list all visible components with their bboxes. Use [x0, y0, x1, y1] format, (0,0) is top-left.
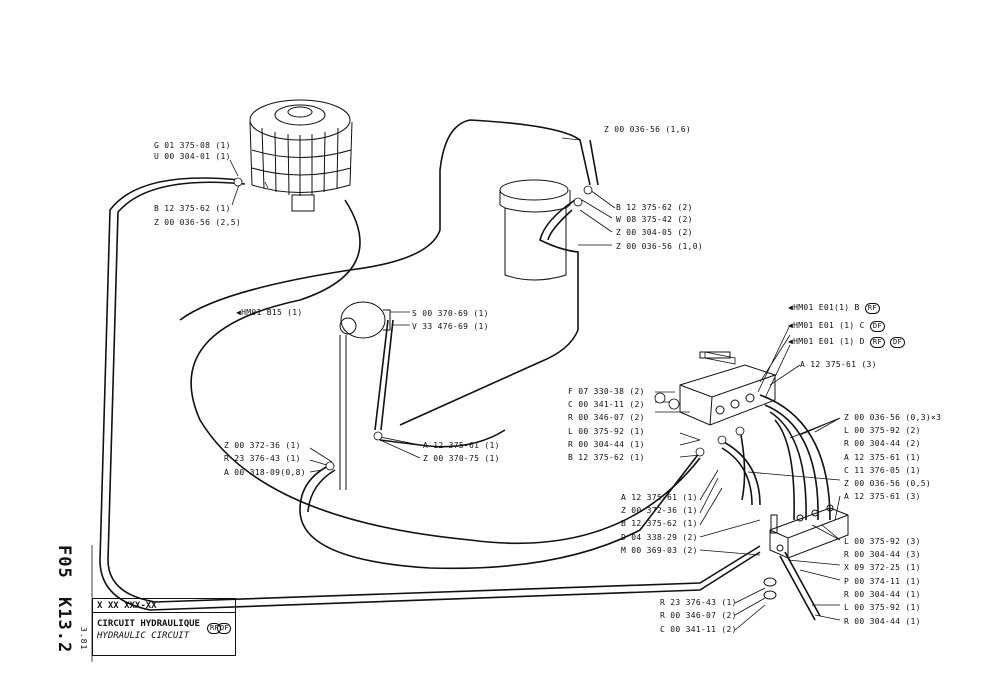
callout-label: R 23 376-43 (1) [224, 454, 301, 463]
callout-label: Z 00 036-56 (1,6) [604, 125, 691, 134]
callout-label: X 09 372-25 (1) [844, 563, 921, 572]
callout-label: L 00 375-92 (3) [844, 537, 921, 546]
callout-label: Z 00 370-75 (1) [423, 454, 500, 463]
callout-label: A 12 375-61 (1) [423, 441, 500, 450]
callout-label: F 07 330-38 (2) [568, 387, 645, 396]
callout-label: W 08 375-42 (2) [616, 215, 693, 224]
callout-label: Z 00 036-56 (2,5) [154, 218, 241, 227]
title-english: HYDRAULIC CIRCUIT [97, 631, 190, 641]
callout-label: R 00 304-44 (1) [844, 590, 921, 599]
sheet-small-ref: 3.81 [79, 627, 88, 651]
badge-rf: RF [864, 303, 880, 314]
callout-label: R 00 304-44 (2) [844, 439, 921, 448]
callout-label: A 12 375-61 (1) [621, 493, 698, 502]
callout-label: R 00 346-07 (2) [660, 611, 737, 620]
callout-label: R 00 304-44 (3) [844, 550, 921, 559]
callout-label: C 00 341-11 (2) [660, 625, 737, 634]
callout-label: R 23 376-43 (1) [660, 598, 737, 607]
hydraulic-motor [249, 99, 353, 212]
callout-label: D 04 338-29 (2) [621, 533, 698, 542]
callout-label: R 00 304-44 (1) [844, 617, 921, 626]
callout-label: Z 00 036-56 (0,3)×3 [844, 413, 942, 422]
variant-b-label: ◀HM01 E01(1) B RF [788, 303, 880, 314]
callout-label: R 00 346-07 (2) [568, 413, 645, 422]
badge-df: DF [890, 337, 906, 348]
title-block: X XX XXX-XX CIRCUIT HYDRAULIQUE HYDRAULI… [92, 598, 236, 656]
callout-label: B 12 375-62 (1) [568, 453, 645, 462]
callout-label: ◀HM01 B15 (1) [236, 308, 303, 317]
callout-label: Z 00 036-56 (0,5) [844, 479, 931, 488]
hydraulic-hoses [99, 119, 831, 621]
title-french: CIRCUIT HYDRAULIQUE [97, 619, 200, 629]
callout-label: A 12 375-61 (1) [844, 453, 921, 462]
callout-label: Z 00 036-56 (1,0) [616, 242, 703, 251]
badge-rf: RF [869, 337, 885, 348]
callout-label: B 12 375-62 (2) [616, 203, 693, 212]
callout-label: Z 00 372-36 (1) [621, 506, 698, 515]
callout-label: L 00 375-92 (1) [844, 603, 921, 612]
callout-label: Z 00 304-05 (2) [616, 228, 693, 237]
callout-label: U 00 304-01 (1) [154, 152, 231, 161]
fittings-and-leaders [229, 137, 841, 631]
callout-label: P 00 374-11 (1) [844, 577, 921, 586]
callout-label: A 12 375-61 (3) [844, 492, 921, 501]
callout-label: A 00 318-09(0,8) [224, 468, 306, 477]
callout-label: V 33 476-69 (1) [412, 322, 489, 331]
callout-label: C 00 341-11 (2) [568, 400, 645, 409]
sheet-number: X XX XXX-XX [93, 599, 235, 613]
callout-label: Z 00 372-36 (1) [224, 441, 301, 450]
callout-label: B 12 375-62 (1) [621, 519, 698, 528]
badge-df: DF [869, 321, 885, 332]
variant-d-label: ◀HM01 E01 (1) D RF DF [788, 337, 906, 348]
variant-c-label: ◀HM01 E01 (1) C DF [788, 321, 885, 332]
callout-label: B 12 375-62 (1) [154, 204, 231, 213]
control-valve-block [679, 351, 776, 426]
oil-tank [499, 179, 571, 281]
callout-label: L 00 375-92 (1) [568, 427, 645, 436]
callout-label: S 00 370-69 (1) [412, 309, 489, 318]
callout-label: L 00 375-92 (2) [844, 426, 921, 435]
sheet-code-secondary: K13.2 [54, 597, 74, 654]
callout-label: M 00 369-03 (2) [621, 546, 698, 555]
callout-label: C 11 376-05 (1) [844, 466, 921, 475]
sheet-codes: F05 K13.2 3.81 [52, 545, 92, 660]
badge-df: DF [217, 623, 232, 634]
sheet-code-primary: F05 [54, 545, 74, 579]
callout-label: R 00 304-44 (1) [568, 440, 645, 449]
callout-label: A 12 375-61 (3) [800, 360, 877, 369]
pressure-switch [339, 301, 391, 490]
callout-label: G 01 375-08 (1) [154, 141, 231, 150]
